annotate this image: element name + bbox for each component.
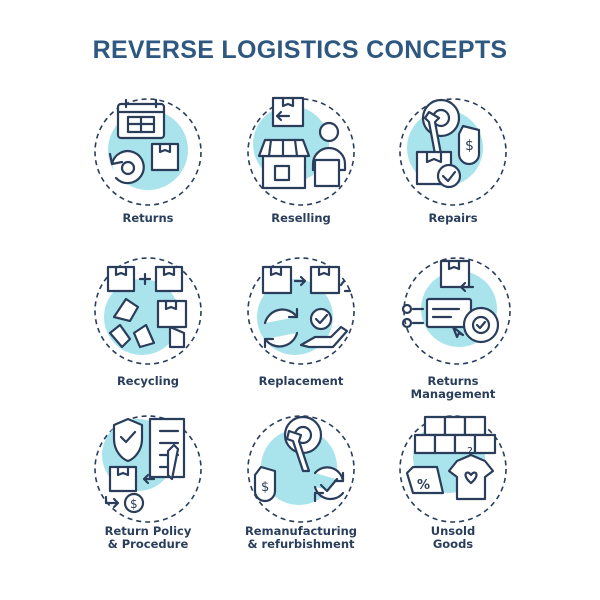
page-title: REVERSE LOGISTICS CONCEPTS: [92, 36, 508, 64]
concept-label: Unsold Goods: [430, 524, 476, 551]
recycling-icon: [94, 257, 202, 365]
unsold-goods-icon: % ?: [399, 415, 507, 523]
concept-return-policy: $ Return Policy & Procedure: [83, 405, 213, 551]
concept-label: Replacement: [258, 374, 344, 388]
concept-label: Repairs: [428, 211, 478, 225]
svg-text:?: ?: [467, 445, 473, 458]
svg-text:$: $: [130, 497, 138, 511]
concept-recycling: Recycling: [83, 255, 213, 388]
concept-returns-management: Returns Management: [388, 255, 518, 401]
return-policy-icon: $: [94, 415, 202, 523]
concept-repairs: $ Repairs: [388, 92, 518, 225]
svg-text:$: $: [465, 138, 474, 154]
concept-replacement: Replacement: [236, 255, 366, 388]
concept-reselling: Reselling: [236, 92, 366, 225]
concept-label: Remanufacturing & refurbishment: [244, 524, 358, 551]
reselling-icon: [247, 96, 355, 206]
concept-label: Recycling: [116, 374, 180, 388]
svg-text:$: $: [261, 480, 269, 495]
concept-unsold-goods: % ? Unsold Goods: [388, 405, 518, 551]
replacement-icon: [247, 257, 355, 365]
repairs-icon: $: [399, 98, 507, 206]
svg-text:%: %: [417, 478, 430, 493]
concept-returns: Returns: [83, 92, 213, 225]
concept-remanufacturing: $ Remanufacturing & refurbishment: [236, 405, 366, 551]
concept-label: Returns Management: [410, 374, 496, 401]
returns-icon: [94, 98, 202, 206]
concept-label: Reselling: [271, 211, 331, 225]
concept-label: Returns: [122, 211, 174, 225]
returns-management-icon: [401, 257, 511, 365]
remanufacturing-icon: $: [247, 415, 355, 523]
concept-label: Return Policy & Procedure: [104, 524, 192, 551]
